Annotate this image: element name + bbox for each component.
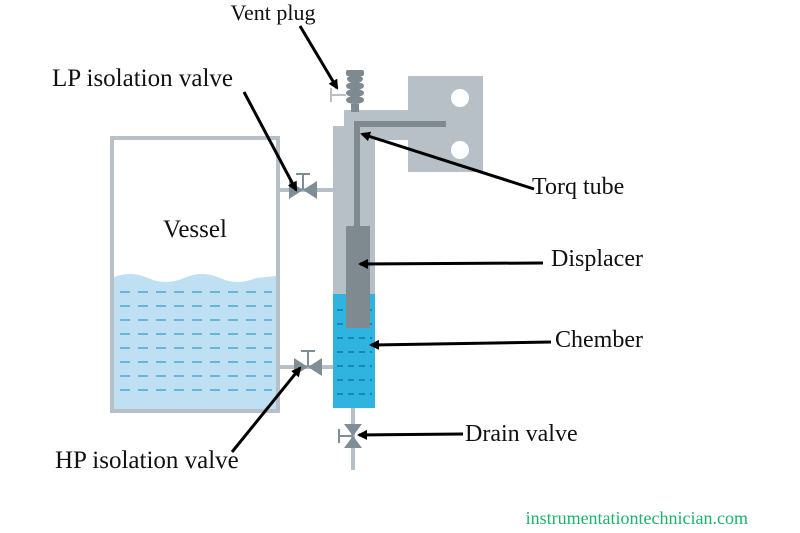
site-credit: instrumentationtechnician.com bbox=[526, 508, 748, 528]
mounting-hole bbox=[451, 141, 469, 159]
vessel-wall bbox=[110, 136, 280, 413]
vent-plug bbox=[330, 70, 364, 112]
vessel-label: Vessel bbox=[163, 216, 227, 243]
chamber-label: Chember bbox=[555, 327, 643, 353]
vessel bbox=[110, 136, 280, 413]
drain-valve bbox=[338, 424, 362, 448]
hp-valve-label: HP isolation valve bbox=[55, 447, 239, 474]
torq-tube-arrow bbox=[360, 131, 535, 191]
chamber-liquid-dashes bbox=[337, 309, 372, 395]
vessel-liquid-dashes bbox=[120, 291, 272, 391]
drain-valve-label: Drain valve bbox=[465, 421, 578, 447]
torque-tube-rod bbox=[354, 121, 446, 242]
displacer bbox=[346, 226, 370, 328]
displacer-arrow bbox=[358, 258, 544, 269]
torq-tube-label: Torq tube bbox=[532, 174, 624, 200]
chamber-arrow bbox=[369, 339, 552, 350]
vent-plug-arrow bbox=[298, 25, 339, 90]
displacer-label: Displacer bbox=[551, 246, 643, 272]
hp-valve-arrow bbox=[230, 366, 302, 453]
leader-arrows bbox=[230, 25, 552, 453]
drain-valve-arrow bbox=[357, 429, 464, 440]
lp-valve-arrow bbox=[242, 91, 298, 192]
lp-valve-label: LP isolation valve bbox=[52, 65, 233, 92]
mounting-hole bbox=[451, 89, 469, 107]
vent-plug-label: Vent plug bbox=[231, 0, 316, 25]
